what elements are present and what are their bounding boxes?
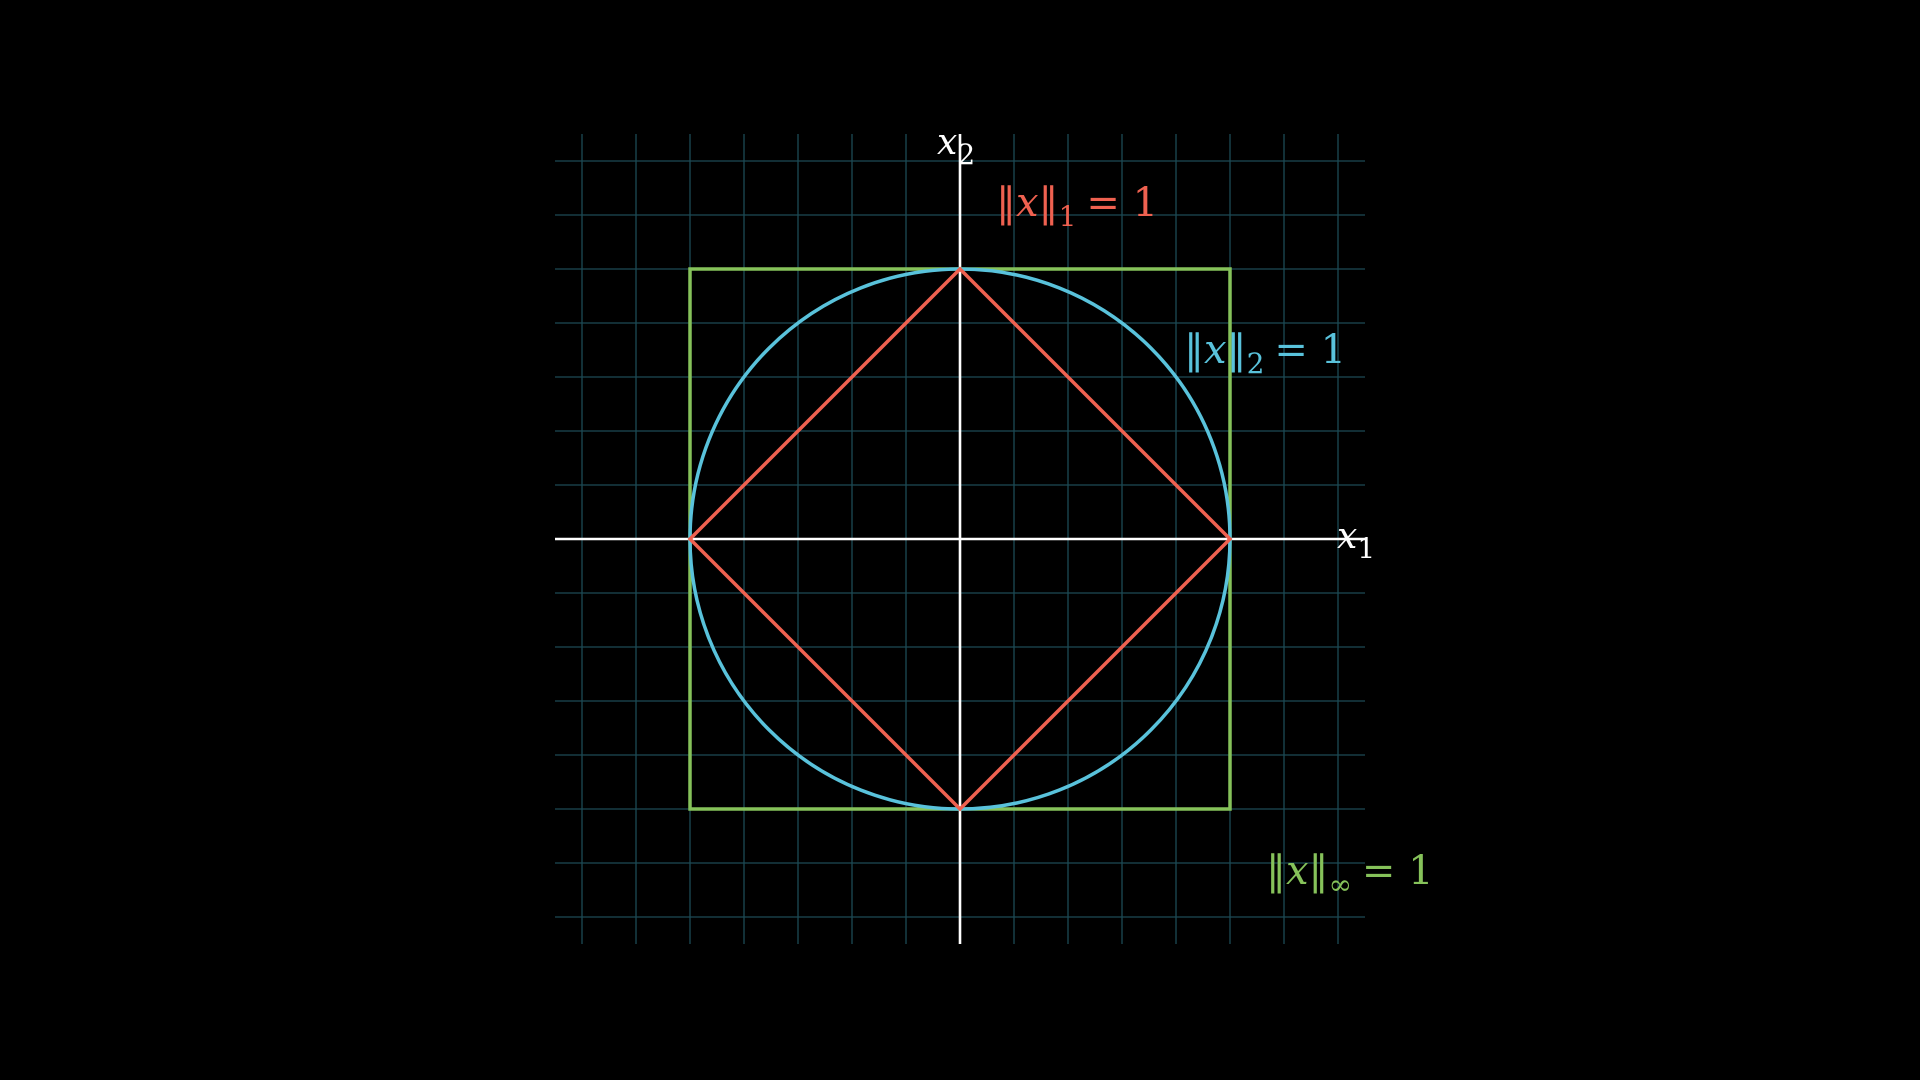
l2-norm-label: ‖x‖2= 1 xyxy=(1184,327,1346,380)
linf-norm-label: ‖x‖∞= 1 xyxy=(1266,848,1434,901)
l1-unit-diamond xyxy=(687,266,1233,812)
x-axis-label: x1 xyxy=(1337,516,1375,565)
l1-norm-label: ‖x‖1= 1 xyxy=(996,180,1158,233)
y-axis-label: x2 xyxy=(937,122,975,171)
